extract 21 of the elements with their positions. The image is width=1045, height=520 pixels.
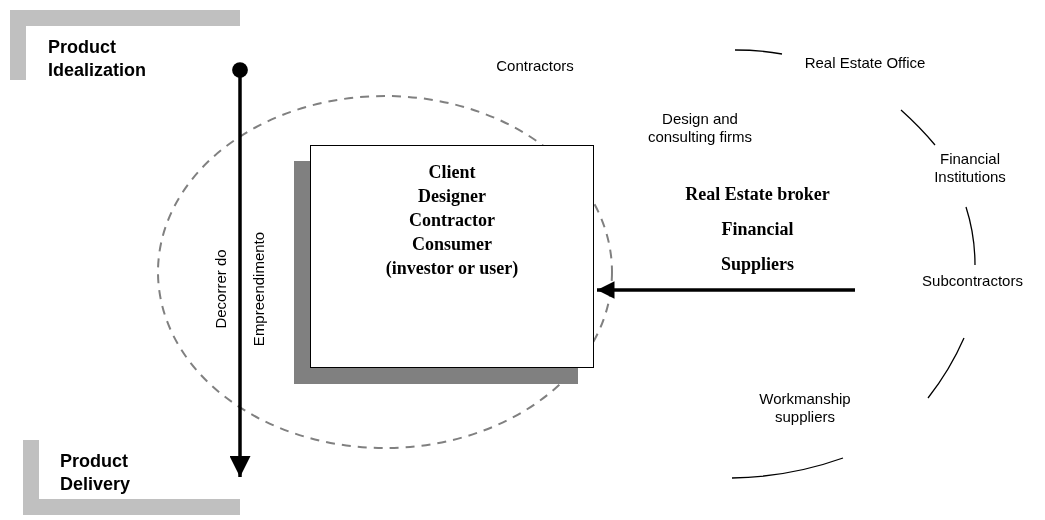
agent-label: Suppliers [720, 255, 795, 273]
edge-label: Decorrer do Empreendimento [211, 230, 268, 349]
bracket-frame [10, 10, 240, 80]
actor-label: Design and consulting firms [646, 110, 754, 146]
stakeholder-label: (investor or user) [385, 257, 519, 280]
actor-label: Contractors [495, 57, 575, 75]
agent-label: Financial [720, 220, 795, 238]
stakeholder-label: Designer [418, 185, 486, 208]
arrow [597, 281, 855, 299]
timeline-arrow [229, 62, 251, 477]
stakeholder-label: Consumer [412, 233, 492, 256]
actor-label: Subcontractors [921, 272, 1024, 290]
agent-label: Real Estate broker [684, 185, 831, 203]
actor-label: Workmanship suppliers [758, 390, 852, 426]
stakeholder-label: Client [428, 161, 476, 184]
actor-label: Real Estate Office [803, 54, 927, 72]
actor-label: Financial Institutions [933, 150, 1007, 186]
phase-label: Product Idealization [48, 36, 147, 82]
bracket-frame [23, 440, 240, 515]
stakeholder-label: Contractor [409, 209, 495, 232]
phase-label: Product Delivery [60, 450, 132, 496]
